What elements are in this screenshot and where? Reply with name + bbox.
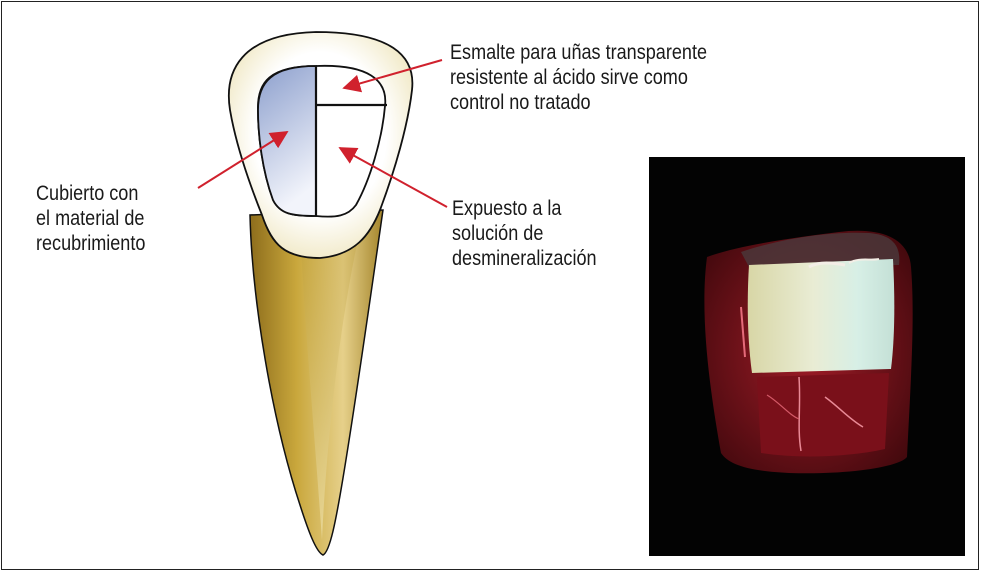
label-coated: Cubierto con el material de recubrimient… [36, 181, 145, 256]
label-line: Esmalte para uñas transparente [450, 40, 707, 65]
label-line: el material de [36, 206, 145, 231]
label-line: desmineralización [452, 246, 597, 271]
label-line: Expuesto a la [452, 196, 597, 221]
label-exposed: Expuesto a la solución de desmineralizac… [452, 196, 597, 271]
label-line: recubrimiento [36, 231, 145, 256]
label-line: Cubierto con [36, 181, 145, 206]
tooth-sample-photo [649, 157, 965, 556]
label-control-untreated: Esmalte para uñas transparente resistent… [450, 40, 707, 115]
label-line: control no tratado [450, 90, 707, 115]
tooth-sample-image [649, 157, 965, 556]
label-line: resistente al ácido sirve como [450, 65, 707, 90]
label-line: solución de [452, 221, 597, 246]
